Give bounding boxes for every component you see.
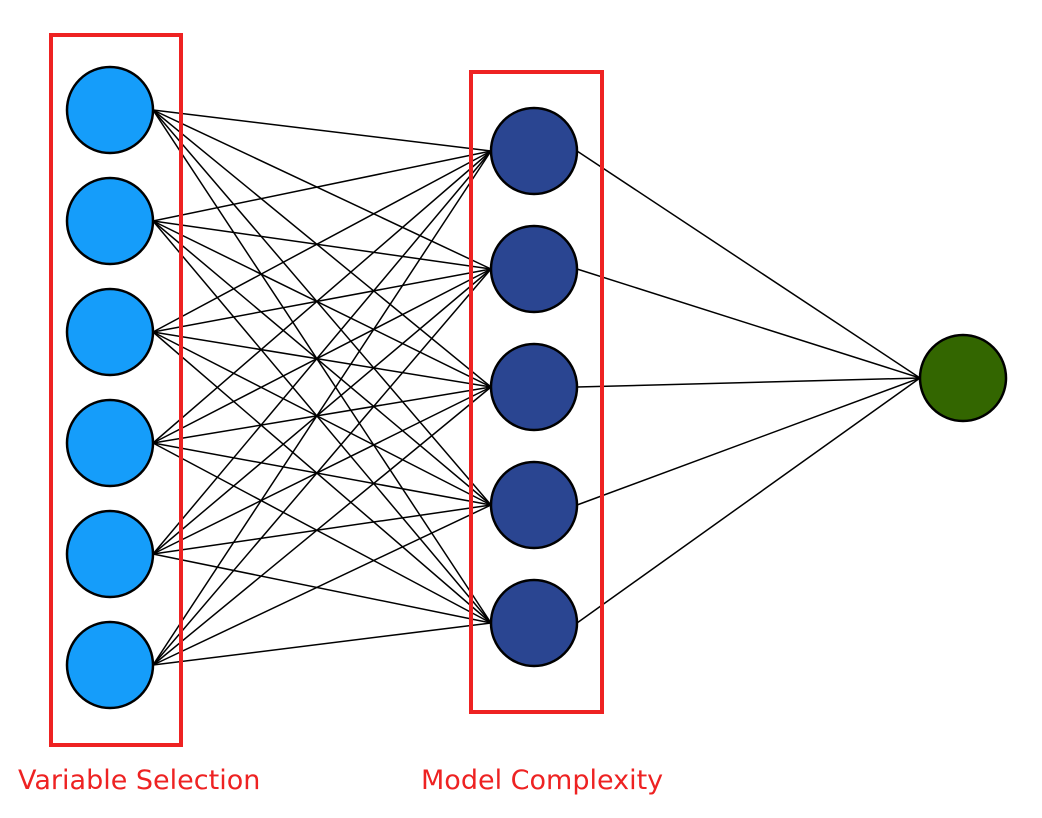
edge-input-4-to-hidden-4	[152, 553, 492, 624]
edge-input-3-to-hidden-1	[152, 268, 492, 444]
input-node-5	[65, 509, 155, 599]
edge-input-1-to-hidden-2	[152, 220, 492, 388]
hidden-node-2	[489, 224, 579, 314]
edge-input-5-to-hidden-3	[152, 504, 492, 666]
edge-hidden-3-to-output-0	[576, 377, 921, 506]
edge-input-5-to-hidden-0	[152, 150, 492, 666]
edge-input-0-to-hidden-0	[152, 109, 492, 152]
annotation-boxes	[49, 33, 604, 747]
edge-input-5-to-hidden-1	[152, 268, 492, 666]
edge-input-3-to-hidden-2	[152, 386, 492, 444]
edge-input-4-to-hidden-2	[152, 386, 492, 555]
edge-input-4-to-hidden-0	[152, 150, 492, 555]
edge-input-4-to-hidden-1	[152, 268, 492, 555]
input-node-6	[65, 620, 155, 710]
edge-input-0-to-hidden-2	[152, 109, 492, 388]
edge-hidden-2-to-output-0	[576, 377, 921, 388]
edge-input-3-to-hidden-0	[152, 150, 492, 444]
edge-input-5-to-hidden-2	[152, 386, 492, 666]
edge-hidden-0-to-output-0	[576, 150, 921, 379]
input-node-2	[65, 176, 155, 266]
hidden-node-3	[489, 342, 579, 432]
edge-input-5-to-hidden-4	[152, 622, 492, 666]
edge-input-1-to-hidden-1	[152, 220, 492, 270]
variable-selection-label: Variable Selection	[18, 765, 261, 796]
hidden-node-5	[489, 578, 579, 668]
edge-input-1-to-hidden-3	[152, 220, 492, 506]
hidden-node-1	[489, 106, 579, 196]
edge-input-2-to-hidden-4	[152, 331, 492, 624]
input-node-1	[65, 65, 155, 155]
edge-input-4-to-hidden-3	[152, 504, 492, 555]
connection-lines	[152, 109, 921, 666]
input-node-4	[65, 398, 155, 488]
network-nodes	[65, 65, 1008, 710]
edge-input-0-to-hidden-3	[152, 109, 492, 506]
edge-hidden-1-to-output-0	[576, 268, 921, 379]
variable-selection-box	[49, 33, 183, 747]
input-node-3	[65, 287, 155, 377]
edge-hidden-4-to-output-0	[576, 377, 921, 624]
edge-input-1-to-hidden-4	[152, 220, 492, 624]
edge-input-2-to-hidden-0	[152, 150, 492, 333]
edge-input-2-to-hidden-2	[152, 331, 492, 388]
edge-input-1-to-hidden-0	[152, 150, 492, 222]
edge-input-0-to-hidden-4	[152, 109, 492, 624]
model-complexity-label: Model Complexity	[421, 765, 664, 796]
hidden-node-4	[489, 460, 579, 550]
edge-input-2-to-hidden-1	[152, 268, 492, 333]
output-node-1	[918, 333, 1008, 423]
edge-input-2-to-hidden-3	[152, 331, 492, 506]
edge-input-3-to-hidden-3	[152, 442, 492, 506]
model-complexity-box	[469, 70, 604, 714]
edge-input-3-to-hidden-4	[152, 442, 492, 624]
edge-input-0-to-hidden-1	[152, 109, 492, 270]
